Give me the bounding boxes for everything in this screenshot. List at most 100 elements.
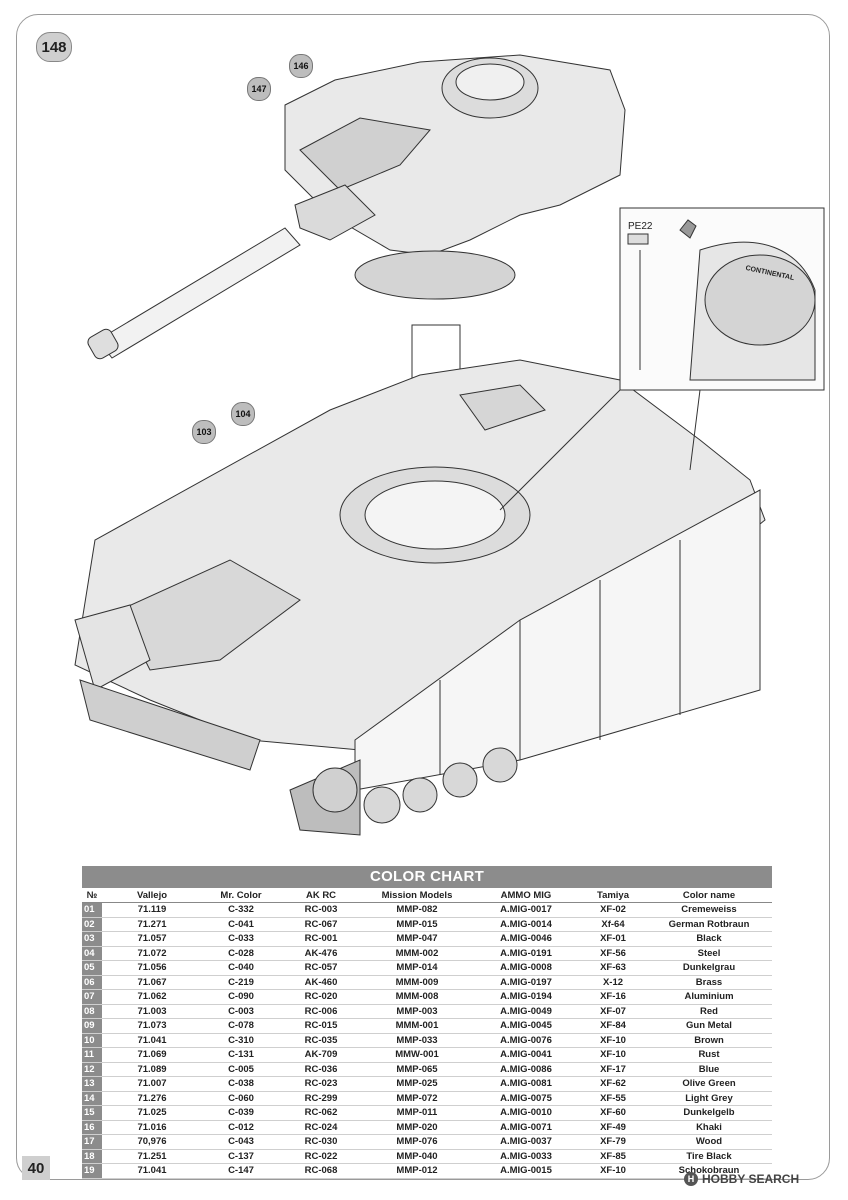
color-chart-cell: RC-003: [280, 902, 362, 918]
color-chart-cell: 71.003: [102, 1004, 202, 1019]
color-chart-cell: MMM-002: [362, 946, 472, 961]
color-chart-cell: A.MIG-0014: [472, 917, 580, 932]
color-chart-cell: AK-460: [280, 975, 362, 990]
color-chart-cell: MMP-040: [362, 1149, 472, 1164]
color-chart-cell: RC-023: [280, 1076, 362, 1092]
color-chart-cell: C-060: [202, 1091, 280, 1106]
color-chart-cell: C-012: [202, 1120, 280, 1135]
color-chart-cell: MMP-047: [362, 931, 472, 947]
color-chart-cell: MMP-012: [362, 1163, 472, 1179]
color-chart-cell: MMP-014: [362, 960, 472, 976]
color-chart-cell: XF-01: [580, 931, 646, 947]
color-chart-cell: XF-02: [580, 902, 646, 918]
color-chart-column-header: Color name: [646, 888, 772, 903]
callout-146: 146: [289, 54, 313, 78]
color-number-cell: 05: [82, 960, 102, 976]
tank-assembly-illustration: [74, 54, 825, 836]
color-chart-cell: 71.069: [102, 1047, 202, 1063]
color-chart-cell: Gun Metal: [646, 1018, 772, 1034]
color-chart-cell: German Rotbraun: [646, 917, 772, 932]
color-chart-cell: 71.062: [102, 989, 202, 1005]
watermark-logo-icon: H: [684, 1172, 698, 1186]
color-chart-cell: C-041: [202, 917, 280, 932]
color-chart-cell: C-038: [202, 1076, 280, 1092]
color-chart-cell: Black: [646, 931, 772, 947]
color-chart-cell: C-028: [202, 946, 280, 961]
color-chart-cell: Khaki: [646, 1120, 772, 1135]
color-chart-column-header: №: [82, 888, 102, 903]
color-chart-cell: A.MIG-0010: [472, 1105, 580, 1121]
color-chart-cell: RC-068: [280, 1163, 362, 1179]
color-chart-cell: MMP-033: [362, 1033, 472, 1048]
color-number-cell: 13: [82, 1076, 102, 1092]
color-number-cell: 12: [82, 1062, 102, 1077]
color-number-cell: 14: [82, 1091, 102, 1106]
color-chart-cell: Steel: [646, 946, 772, 961]
color-chart-cell: XF-79: [580, 1134, 646, 1150]
color-chart-cell: RC-035: [280, 1033, 362, 1048]
color-chart-cell: Dunkelgrau: [646, 960, 772, 976]
color-chart-cell: C-090: [202, 989, 280, 1005]
page-number: 40: [22, 1156, 50, 1180]
color-number-cell: 04: [82, 946, 102, 961]
color-chart-cell: C-137: [202, 1149, 280, 1164]
color-chart-cell: Light Grey: [646, 1091, 772, 1106]
color-chart-cell: A.MIG-0033: [472, 1149, 580, 1164]
color-chart-cell: RC-020: [280, 989, 362, 1005]
color-chart-cell: 71.251: [102, 1149, 202, 1164]
color-chart-cell: 71.041: [102, 1033, 202, 1048]
color-chart-cell: X-12: [580, 975, 646, 990]
color-number-cell: 08: [82, 1004, 102, 1019]
color-chart-cell: A.MIG-0045: [472, 1018, 580, 1034]
callout-103: 103: [192, 420, 216, 444]
color-chart-cell: A.MIG-0015: [472, 1163, 580, 1179]
color-chart-cell: Brass: [646, 975, 772, 990]
color-chart-cell: Red: [646, 1004, 772, 1019]
color-chart-cell: C-043: [202, 1134, 280, 1150]
color-chart-cell: Wood: [646, 1134, 772, 1150]
detail-inset-box: [499, 207, 825, 511]
callout-104: 104: [231, 402, 255, 426]
color-chart-cell: XF-56: [580, 946, 646, 961]
color-chart-cell: XF-10: [580, 1033, 646, 1048]
color-number-cell: 03: [82, 931, 102, 947]
color-chart-cell: C-131: [202, 1047, 280, 1063]
color-chart-cell: XF-10: [580, 1047, 646, 1063]
color-chart-cell: 71.025: [102, 1105, 202, 1121]
color-chart-cell: 71.276: [102, 1091, 202, 1106]
color-chart-cell: RC-024: [280, 1120, 362, 1135]
detail-part-label: PE22: [628, 221, 653, 232]
color-chart-column-header: AMMO MIG: [472, 888, 580, 903]
color-chart-cell: Aluminium: [646, 989, 772, 1005]
color-chart-cell: MMP-082: [362, 902, 472, 918]
color-chart-column-header: Vallejo: [102, 888, 202, 903]
color-chart-cell: 71.067: [102, 975, 202, 990]
color-chart-cell: Schokobraun: [646, 1163, 772, 1179]
color-chart-cell: Cremeweiss: [646, 902, 772, 918]
color-chart-cell: Blue: [646, 1062, 772, 1077]
color-chart-cell: MMP-065: [362, 1062, 472, 1077]
color-chart-cell: C-147: [202, 1163, 280, 1179]
color-chart-cell: MMW-001: [362, 1047, 472, 1063]
color-chart-column-header: Tamiya: [580, 888, 646, 903]
color-chart-cell: XF-55: [580, 1091, 646, 1106]
color-chart-cell: 71.119: [102, 902, 202, 918]
color-chart-cell: MMP-015: [362, 917, 472, 932]
color-chart-cell: RC-062: [280, 1105, 362, 1121]
color-chart-column-header: Mr. Color: [202, 888, 280, 903]
